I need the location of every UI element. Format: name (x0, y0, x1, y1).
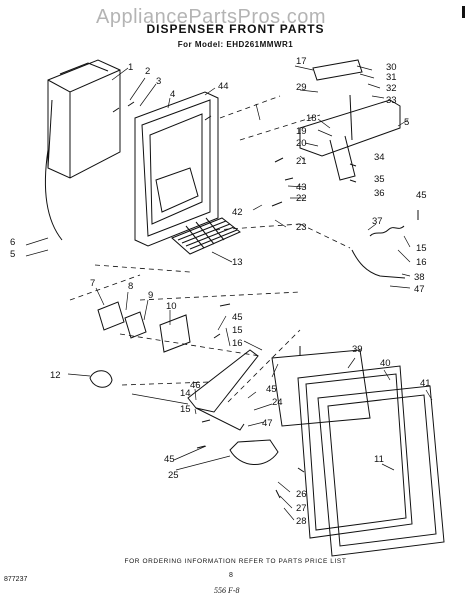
part-37-spring (369, 225, 405, 237)
callout-6: 6 (10, 237, 15, 248)
callout-46: 46 (190, 380, 201, 391)
part-1-housing (47, 59, 121, 179)
model-line: For Model: EHD261MMWR1 (177, 40, 294, 49)
callout-1: 1 (128, 62, 133, 73)
callout-7: 7 (90, 278, 95, 289)
callout-5-right: 5 (404, 117, 409, 128)
callout-27: 27 (296, 503, 307, 514)
callout-4: 4 (170, 89, 175, 100)
callout-20: 20 (296, 138, 307, 149)
part-41-outer-frame (317, 385, 445, 557)
ordering-note: FOR ORDERING INFORMATION REFER TO PARTS … (124, 558, 347, 565)
part-17-bar (312, 59, 363, 81)
callout-10: 10 (166, 301, 177, 312)
callout-33: 33 (386, 95, 397, 106)
callout-35: 35 (374, 174, 385, 185)
callout-38: 38 (414, 272, 425, 283)
callout-23: 23 (296, 222, 307, 233)
callout-8: 8 (128, 281, 133, 292)
callout-45-upper: 45 (416, 190, 427, 201)
callout-47-lower: 47 (262, 418, 273, 429)
part-34-bracket (299, 94, 401, 181)
callout-42: 42 (232, 207, 243, 218)
callout-30: 30 (386, 62, 397, 73)
part-actuator-arm (187, 349, 259, 431)
callout-13: 13 (232, 257, 243, 268)
part-25-cup (229, 439, 279, 465)
part-6-tube (44, 149, 63, 241)
part-13-grille (171, 217, 241, 255)
diagram-title: DISPENSER FRONT PARTS (146, 22, 325, 36)
callout-15-lower: 15 (180, 404, 191, 415)
callout-16-mid: 16 (232, 338, 243, 349)
callout-39: 39 (352, 344, 363, 355)
callout-5-left: 5 (10, 249, 15, 260)
part-40-frame (297, 365, 413, 539)
part-39-panel (271, 349, 371, 427)
callout-37: 37 (372, 216, 383, 227)
callout-22: 22 (296, 193, 307, 204)
callout-26: 26 (296, 489, 307, 500)
callout-18: 18 (306, 113, 317, 124)
callout-34: 34 (374, 152, 385, 163)
part-44-frame (134, 91, 219, 247)
handwritten-note: 556 F-8 (214, 586, 240, 595)
callout-29: 29 (296, 82, 307, 93)
callout-47-upper: 47 (414, 284, 425, 295)
callout-14: 14 (180, 388, 191, 399)
callout-21: 21 (296, 156, 307, 167)
callout-44: 44 (218, 81, 229, 92)
callout-28: 28 (296, 516, 307, 527)
callout-16-upper: 16 (416, 257, 427, 268)
callout-3: 3 (156, 76, 161, 87)
callout-15-mid: 15 (232, 325, 243, 336)
callout-15-upper: 15 (416, 243, 427, 254)
part-38-lever (351, 249, 406, 279)
callout-45-mid: 45 (232, 312, 243, 323)
page-number: 8 (229, 572, 233, 579)
callout-12: 12 (50, 370, 61, 381)
callout-24: 24 (272, 397, 283, 408)
screw-parts (112, 101, 419, 499)
callout-43: 43 (296, 182, 307, 193)
callout-32: 32 (386, 83, 397, 94)
callout-25: 25 (168, 470, 179, 481)
watermark: AppliancePartsPros.com (96, 6, 326, 28)
callout-11: 11 (374, 454, 384, 465)
callout-36: 36 (374, 188, 385, 199)
callout-labels: 1 2 3 4 44 17 29 30 31 32 33 5 18 19 20 … (10, 56, 431, 527)
dashed-leaders (69, 95, 351, 403)
leader-lines (25, 65, 433, 521)
corner-mark (462, 6, 465, 18)
part-12-clamp (89, 370, 113, 388)
callout-17: 17 (296, 56, 307, 67)
document-code: 877237 (4, 576, 28, 583)
callout-41: 41 (420, 378, 431, 389)
callout-40: 40 (380, 358, 391, 369)
callout-9: 9 (148, 290, 153, 301)
callout-19: 19 (296, 126, 307, 137)
callout-31: 31 (386, 72, 397, 83)
callout-2: 2 (145, 66, 150, 77)
callout-45-lower: 45 (164, 454, 175, 465)
part-7-10-assembly (97, 301, 191, 353)
callout-45-lower-right: 45 (266, 384, 277, 395)
